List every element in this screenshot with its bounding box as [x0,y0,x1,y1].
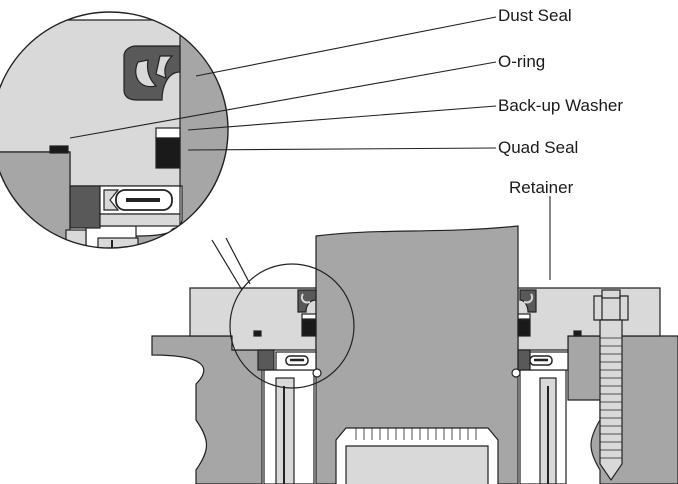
detail-circle-small [229,263,355,389]
bolt-head [593,295,629,321]
housing-left [151,335,263,484]
leader-dust-seal [195,16,497,77]
leader-quad-seal [187,147,497,151]
quad-seal-magnified [155,137,181,169]
callout-o-ring: O-ring [498,52,546,71]
bearing-inner [345,445,489,484]
backup-washer-magnified [155,127,181,139]
callout-quad-seal: Quad Seal [498,138,579,157]
housing-right [567,335,678,484]
callout-dust-seal: Dust Seal [498,6,572,25]
callout-backup-washer: Back-up Washer [498,96,624,115]
magnified-detail [0,12,228,248]
o-ring-magnified [49,145,69,154]
o-ring-right [573,330,582,337]
leader-backup-washer [187,105,497,131]
leader-o-ring [69,61,497,139]
callout-retainer: Retainer [509,178,574,197]
quad-seal-right [517,319,531,337]
quad-seal-left [301,319,317,337]
magnified-circle-outline [0,11,229,249]
bolt-shank [599,319,623,482]
shaft [315,225,519,484]
o-ring-left [253,330,262,337]
